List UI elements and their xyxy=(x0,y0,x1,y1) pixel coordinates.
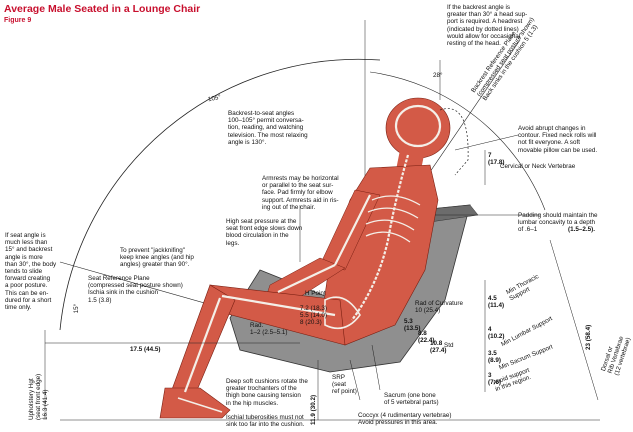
seat-height-dimension: 11.9 (30.2) xyxy=(310,394,317,425)
foot-bones xyxy=(177,397,223,413)
leader-abrupt xyxy=(454,134,519,151)
sacrum-note: Sacrum (one bone of 5 vertebral parts) xyxy=(384,392,439,407)
pelvis xyxy=(324,296,361,330)
sacrum-dimension: 3.5 (8.9) xyxy=(488,350,501,365)
jackknifing-note: To prevent "jackknifing" keep knee angle… xyxy=(120,247,194,269)
skeleton xyxy=(177,104,442,413)
humerus xyxy=(334,194,371,266)
tibia xyxy=(183,297,222,393)
dimension-lines xyxy=(44,60,599,420)
armrests-note: Armrests may be horizontal or parallel t… xyxy=(262,175,339,211)
padding-note: Padding should maintain the lumbar conca… xyxy=(518,212,598,234)
seat-depth-dimension: 17.5 (44.5) xyxy=(130,346,161,353)
backrest-angle-arc xyxy=(59,58,381,331)
rad-seat-label: Rad. 1–2 (2.5–5.1) xyxy=(250,322,288,337)
figure-label: Figure 9 xyxy=(4,17,32,24)
leader-coccyx xyxy=(349,359,361,401)
rad-curvature-label: Rad of Curvature 10 (25.4) xyxy=(415,300,463,315)
upholstery-height-label: Upholstery Hgt (seat front edge) 16.3 (4… xyxy=(28,373,50,420)
dim-8-8: 8.8 (22.4) xyxy=(418,330,435,345)
h-point-label: H Point xyxy=(305,290,326,297)
back-height-dimension: 23 (58.4) xyxy=(585,324,592,350)
ischial-note: Ischial tuberosities must not sink too f… xyxy=(226,414,305,429)
dim-10-8: 10.8 (27.4) xyxy=(430,340,447,355)
seat-reference-plane-label: Seat Reference Plane (compressed seat po… xyxy=(88,275,183,304)
head-support-note: If the backrest angle is greater than 30… xyxy=(447,4,528,48)
abrupt-changes-note: Avoid abrupt changes in contour. Fixed n… xyxy=(518,125,598,154)
angle-15-label: 15° xyxy=(73,303,81,314)
deep-cushions-note: Deep soft cushions rotate the greater tr… xyxy=(226,378,308,407)
headrest-outline xyxy=(439,108,469,176)
spine xyxy=(351,154,410,321)
hip-dimensions: 7.2 (18.3) 5.5 (14.0) 8 (20.3) xyxy=(300,305,327,327)
radius xyxy=(277,264,336,293)
dim-line-23 xyxy=(549,239,599,401)
chair-diagram xyxy=(44,20,600,421)
leader-sacrum xyxy=(371,344,381,391)
lumbar-dimension: 4 (10.2) xyxy=(488,326,505,341)
diagram-stage: Average Male Seated in a Lounge Chair Fi… xyxy=(4,3,633,429)
backrest-angles-note: Backrest-to-seat angles 100–105° permit … xyxy=(228,110,308,146)
ribcage xyxy=(365,195,421,243)
cervical-dimension: 7 (17.8) xyxy=(488,152,505,167)
avoid-dimension: 3 (7.6) xyxy=(488,372,501,387)
recline-angle-arc xyxy=(369,71,546,211)
thoracic-dimension: 4.5 (11.4) xyxy=(488,295,505,310)
padding-value: (1.5–2.5). xyxy=(568,226,595,233)
skull xyxy=(394,104,442,148)
seat-angle-note: If seat angle is much less than 15° and … xyxy=(5,232,57,312)
coccyx-note: Coccyx (4 rudimentary vertebrae) Avoid p… xyxy=(358,412,452,427)
angle-28-label: 28° xyxy=(433,72,443,79)
femur xyxy=(221,294,336,317)
cervical-label: Cervical or Neck Vertebrae xyxy=(500,163,576,170)
srp-label: SRP (seat ref point) xyxy=(332,374,357,396)
upper-arm xyxy=(319,189,381,271)
dim-5-3: 5.3 (13.5) xyxy=(404,318,421,333)
page-title: Average Male Seated in a Lounge Chair xyxy=(4,3,201,15)
std-label: Std xyxy=(444,342,454,349)
high-pressure-note: High seat pressure at the seat front edg… xyxy=(226,218,303,247)
